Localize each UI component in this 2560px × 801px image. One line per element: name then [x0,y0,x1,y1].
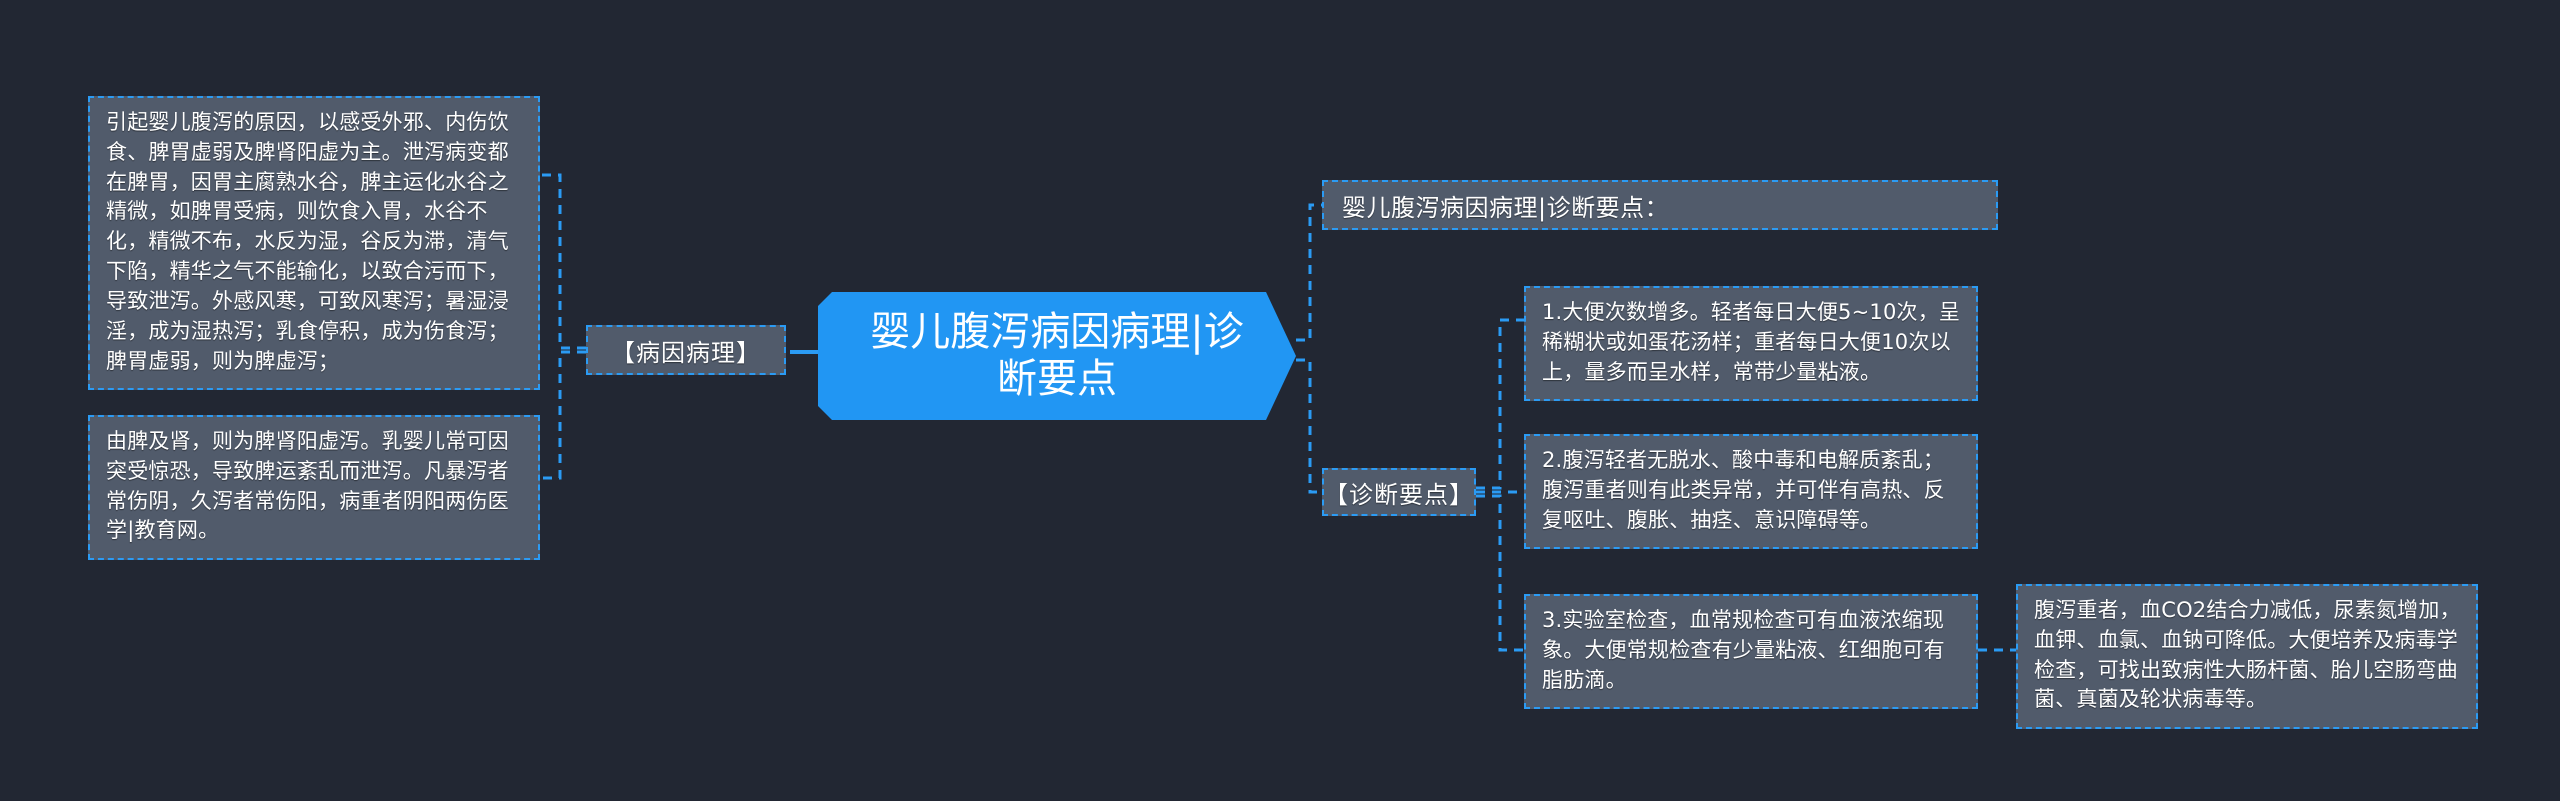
branch-label-etiology-text: 【病因病理】 [611,338,761,367]
wire-diagnosis-note-1 [1476,318,1524,490]
note-card-diagnosis-3-sub[interactable]: 腹泻重者，血CO2结合力减低，尿素氮增加，血钾、血氯、血钠可降低。大便培养及病毒… [2016,584,2478,730]
branch-label-diagnosis[interactable]: 【诊断要点】 [1322,468,1476,516]
branch-label-etiology[interactable]: 【病因病理】 [586,325,786,375]
wire-diagnosis-note-3 [1476,494,1524,652]
branch-label-diagnosis-text: 【诊断要点】 [1324,480,1474,509]
headline-text: 婴儿腹泻病因病理|诊断要点： [1342,193,1670,222]
wire-root-to-diagnosis [1296,358,1322,494]
headline-card[interactable]: 婴儿腹泻病因病理|诊断要点： [1322,180,1998,230]
wire-etiology-note-2 [540,350,586,480]
note-card-etiology-1[interactable]: 引起婴儿腹泻的原因，以感受外邪、内伤饮食、脾胃虚弱及脾肾阳虚为主。泄泻病变都在脾… [88,96,540,391]
wire-root-to-headline [1296,203,1322,342]
note-card-etiology-2[interactable]: 由脾及肾，则为脾肾阳虚泻。乳婴儿常可因突受惊恐，导致脾运紊乱而泄泻。凡暴泻者常伤… [88,415,540,561]
note-card-diagnosis-1[interactable]: 1.大便次数增多。轻者每日大便5~10次，呈稀糊状或如蛋花汤样；重者每日大便10… [1524,286,1978,402]
wire-etiology-note-1 [540,173,586,350]
root-node-label: 婴儿腹泻病因病理|诊断要点 [870,308,1244,402]
root-node[interactable]: 婴儿腹泻病因病理|诊断要点 [818,292,1296,420]
note-card-diagnosis-3[interactable]: 3.实验室检查，血常规检查可有血液浓缩现象。大便常规检查有少量粘液、红细胞可有脂… [1524,594,1978,710]
note-card-diagnosis-2[interactable]: 2.腹泻轻者无脱水、酸中毒和电解质紊乱；腹泻重者则有此类异常，并可伴有高热、反复… [1524,434,1978,550]
